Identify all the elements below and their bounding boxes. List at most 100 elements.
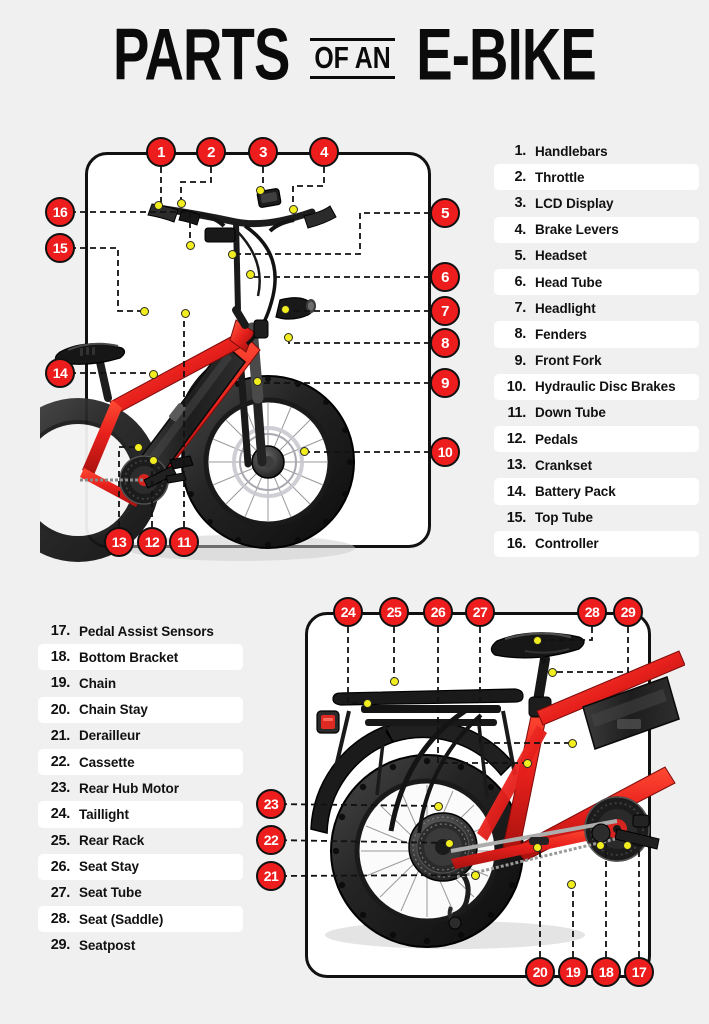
callout-badge-3[interactable]: 3 [248, 137, 278, 167]
legend-item-19[interactable]: 19.Chain [38, 670, 243, 696]
legend-item-21[interactable]: 21. Derailleur [38, 723, 243, 749]
callout-point-21 [470, 870, 480, 880]
callout-badge-28[interactable]: 28 [577, 597, 607, 627]
legend-item-number: 11. [507, 404, 527, 421]
legend-item-4[interactable]: 4. Brake Levers [494, 216, 699, 243]
legend-item-label: Handlebars [535, 143, 608, 159]
callout-badge-18[interactable]: 18 [591, 957, 621, 987]
legend-item-29[interactable]: 29.Seatpost [38, 932, 243, 958]
legend-item-26[interactable]: 26. Seat Stay [38, 853, 243, 880]
legend-item-label: Chain Stay [79, 702, 148, 718]
callout-badge-29[interactable]: 29 [613, 597, 643, 627]
legend-item-7[interactable]: 7.Headlight [494, 295, 699, 321]
callout-badge-12[interactable]: 12 [137, 527, 167, 557]
callout-badge-14[interactable]: 14 [45, 358, 75, 388]
callout-badge-17[interactable]: 17 [624, 957, 654, 987]
legend-item-number: 26. [50, 858, 71, 875]
legend-item-9[interactable]: 9.Front Fork [494, 348, 699, 374]
legend-item-28[interactable]: 28. Seat (Saddle) [38, 906, 243, 933]
legend-list-bottom: 17. Pedal Assist Sensors 18.Bottom Bracket… [38, 618, 243, 958]
callout-badge-7[interactable]: 7 [430, 296, 460, 326]
legend-item-25[interactable]: 25.Rear Rack [38, 828, 243, 854]
callout-badge-21[interactable]: 21 [256, 861, 286, 891]
legend-item-label: Derailleur [79, 728, 141, 744]
legend-item-24[interactable]: 24.Taillight [38, 801, 243, 828]
legend-item-1[interactable]: 1.Handlebars [494, 138, 699, 164]
callout-badge-24[interactable]: 24 [333, 597, 363, 627]
callout-badge-19[interactable]: 19 [558, 957, 588, 987]
legend-item-number: 15. [506, 509, 527, 526]
legend-item-18[interactable]: 18.Bottom Bracket [38, 644, 243, 671]
legend-item-label: Pedal Assist Sensors [79, 623, 214, 639]
title-word-ebike: E-BIKE [416, 14, 597, 97]
legend-item-10[interactable]: 10.Hydraulic Disc Brakes [494, 373, 699, 400]
callout-badge-2[interactable]: 2 [196, 137, 226, 167]
callout-badge-16[interactable]: 16 [45, 197, 75, 227]
page-title: PARTS OF AN E-BIKE [0, 18, 709, 94]
callout-badge-9[interactable]: 9 [430, 368, 460, 398]
legend-item-number: 22. [50, 754, 71, 771]
legend-item-22[interactable]: 22.Cassette [38, 748, 243, 776]
callout-badge-15[interactable]: 15 [45, 233, 75, 263]
callout-point-5 [227, 249, 237, 259]
legend-item-20[interactable]: 20.Chain Stay [38, 696, 243, 723]
callout-badge-5[interactable]: 5 [430, 198, 460, 228]
callout-badge-23[interactable]: 23 [256, 789, 286, 819]
legend-item-label: Seat Stay [79, 859, 139, 875]
callout-point-24 [362, 698, 372, 708]
callout-point-15 [139, 306, 149, 316]
callout-badge-26[interactable]: 26 [423, 597, 453, 627]
callout-badge-27[interactable]: 27 [465, 597, 495, 627]
legend-item-label: Seat (Saddle) [79, 911, 164, 927]
legend-item-number: 17. [50, 623, 71, 640]
legend-item-label: Seatpost [79, 937, 136, 953]
legend-item-12[interactable]: 12.Pedals [494, 426, 699, 453]
callout-badge-1[interactable]: 1 [146, 137, 176, 167]
legend-item-17[interactable]: 17. Pedal Assist Sensors [38, 618, 243, 644]
legend-item-13[interactable]: 13.Crankset [494, 452, 699, 478]
callout-badge-11[interactable]: 11 [169, 527, 199, 557]
legend-item-label: Battery Pack [535, 484, 616, 500]
callout-point-3 [255, 185, 265, 195]
legend-item-label: Brake Levers [535, 222, 619, 238]
legend-item-number: 9. [514, 352, 527, 369]
legend-item-number: 4. [514, 221, 527, 238]
legend-item-8[interactable]: 8.Fenders [494, 321, 699, 348]
legend-item-14[interactable]: 14.Battery Pack [494, 478, 699, 505]
title-word-of-an: OF AN [314, 40, 391, 75]
legend-item-number: 10. [506, 378, 527, 395]
legend-item-2[interactable]: 2.Throttle [494, 164, 699, 191]
callout-badge-10[interactable]: 10 [430, 437, 460, 467]
callout-point-25 [389, 676, 399, 686]
legend-item-5[interactable]: 5.Headset [494, 243, 699, 269]
legend-item-label: Throttle [535, 169, 585, 185]
legend-item-11[interactable]: 11. Down Tube [494, 400, 699, 426]
legend-item-label: Head Tube [535, 274, 603, 290]
callout-badge-6[interactable]: 6 [430, 262, 460, 292]
callout-badge-25[interactable]: 25 [379, 597, 409, 627]
legend-item-27[interactable]: 27.Seat Tube [38, 880, 243, 906]
callout-point-8 [283, 332, 293, 342]
legend-item-3[interactable]: 3.LCD Display [494, 190, 699, 216]
legend-item-number: 12. [506, 431, 527, 448]
callout-badge-20[interactable]: 20 [525, 957, 555, 987]
callout-point-16 [185, 240, 195, 250]
callout-point-22 [444, 838, 454, 848]
callout-badge-4[interactable]: 4 [309, 137, 339, 167]
callout-badge-8[interactable]: 8 [430, 328, 460, 358]
diagram-panel-rear [305, 612, 651, 978]
legend-item-15[interactable]: 15.Top Tube [494, 505, 699, 531]
legend-item-number: 8. [514, 326, 527, 343]
callout-badge-22[interactable]: 22 [256, 825, 286, 855]
legend-item-number: 28. [50, 911, 71, 928]
legend-item-number: 23. [50, 780, 71, 797]
callout-badge-13[interactable]: 13 [104, 527, 134, 557]
legend-item-label: Down Tube [535, 405, 606, 421]
legend-item-6[interactable]: 6. Head Tube [494, 268, 699, 296]
legend-item-16[interactable]: 16.Controller [494, 530, 699, 557]
legend-item-number: 6. [514, 274, 527, 291]
legend-item-number: 5. [514, 247, 527, 264]
legend-item-23[interactable]: 23.Rear Hub Motor [38, 775, 243, 801]
legend-item-number: 19. [50, 675, 71, 692]
legend-item-number: 21. [50, 727, 71, 744]
